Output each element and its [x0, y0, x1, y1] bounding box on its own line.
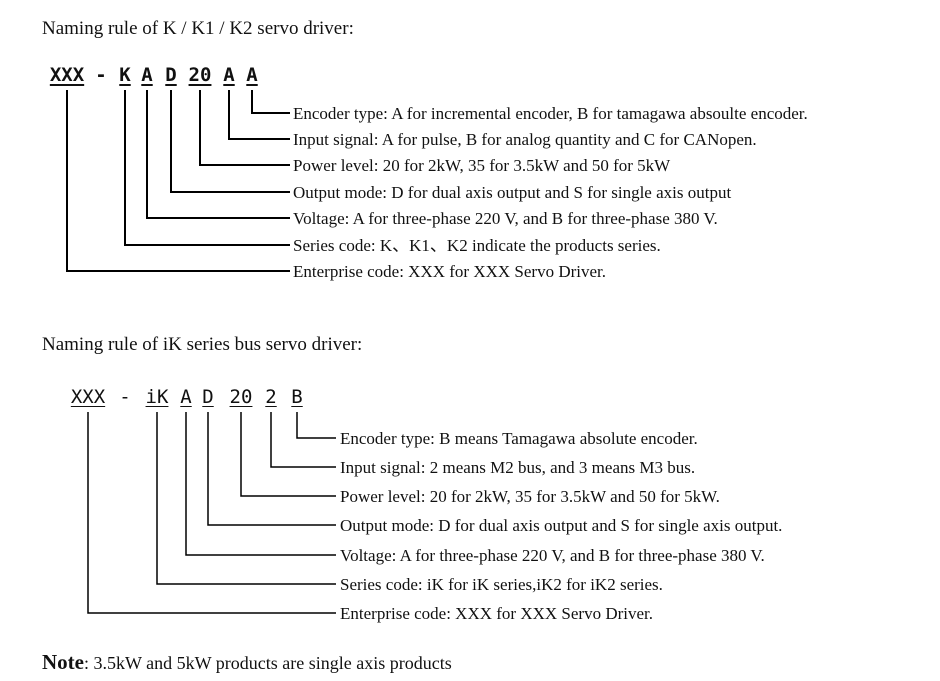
section1-desc-power: Power level: 20 for 2kW, 35 for 3.5kW an… — [293, 156, 671, 175]
section1-desc-voltage: Voltage: A for three-phase 220 V, and B … — [293, 209, 718, 228]
code-part-voltage: A — [141, 64, 153, 86]
code-part-series: K — [119, 64, 131, 86]
code-part-input-signal: A — [223, 64, 235, 86]
section2-connectors — [87, 412, 336, 614]
code-part-power: 20 — [229, 386, 253, 408]
code-part-output-mode: D — [165, 64, 177, 86]
section1-desc-input-signal: Input signal: A for pulse, B for analog … — [293, 130, 757, 149]
note-label: Note — [42, 650, 84, 674]
connector-input-signal — [228, 90, 290, 140]
connector-voltage — [146, 90, 290, 219]
connector-enterprise — [66, 90, 290, 272]
section1-heading: Naming rule of K / K1 / K2 servo driver: — [42, 18, 354, 39]
code-part-dash: - — [119, 386, 131, 408]
code-part-dash: - — [95, 64, 107, 86]
connector-encoder — [296, 412, 336, 439]
code-part-input-signal: 2 — [265, 386, 277, 408]
connector-output-mode — [170, 90, 290, 193]
section2-desc-power: Power level: 20 for 2kW, 35 for 3.5kW an… — [340, 487, 720, 506]
section1-desc-encoder: Encoder type: A for incremental encoder,… — [293, 104, 808, 123]
code-part-power: 20 — [188, 64, 212, 86]
connector-power — [240, 412, 336, 497]
connector-series — [124, 90, 290, 246]
connector-enterprise — [87, 412, 336, 614]
code-part-encoder: A — [246, 64, 258, 86]
code-part-voltage: A — [180, 386, 192, 408]
section2-desc-voltage: Voltage: A for three-phase 220 V, and B … — [340, 546, 765, 565]
note-text: : 3.5kW and 5kW products are single axis… — [83, 653, 452, 673]
section1-desc-series: Series code: K、K1、K2 indicate the produc… — [293, 236, 661, 255]
code-part-enterprise: XXX — [49, 64, 85, 86]
section1-connectors — [66, 90, 290, 272]
code-part-output-mode: D — [202, 386, 214, 408]
section2-desc-input-signal: Input signal: 2 means M2 bus, and 3 mean… — [340, 458, 696, 477]
connector-output-mode — [207, 412, 336, 526]
code-part-enterprise: XXX — [70, 386, 106, 408]
note: Note: 3.5kW and 5kW products are single … — [42, 650, 452, 675]
connector-encoder — [251, 90, 290, 114]
section2-desc-output-mode: Output mode: D for dual axis output and … — [340, 516, 783, 535]
connector-voltage — [185, 412, 336, 556]
code-part-series: iK — [145, 386, 169, 408]
connector-input-signal — [270, 412, 336, 468]
section2-desc-encoder: Encoder type: B means Tamagawa absolute … — [340, 429, 698, 448]
connector-series — [156, 412, 336, 585]
section2-desc-series: Series code: iK for iK series,iK2 for iK… — [340, 575, 663, 594]
section1-desc-enterprise: Enterprise code: XXX for XXX Servo Drive… — [293, 262, 606, 281]
section2-heading: Naming rule of iK series bus servo drive… — [42, 334, 363, 355]
section2-desc-enterprise: Enterprise code: XXX for XXX Servo Drive… — [340, 604, 653, 623]
section1-desc-output-mode: Output mode: D for dual axis output and … — [293, 183, 732, 202]
connector-power — [199, 90, 290, 166]
code-part-encoder: B — [291, 386, 303, 408]
